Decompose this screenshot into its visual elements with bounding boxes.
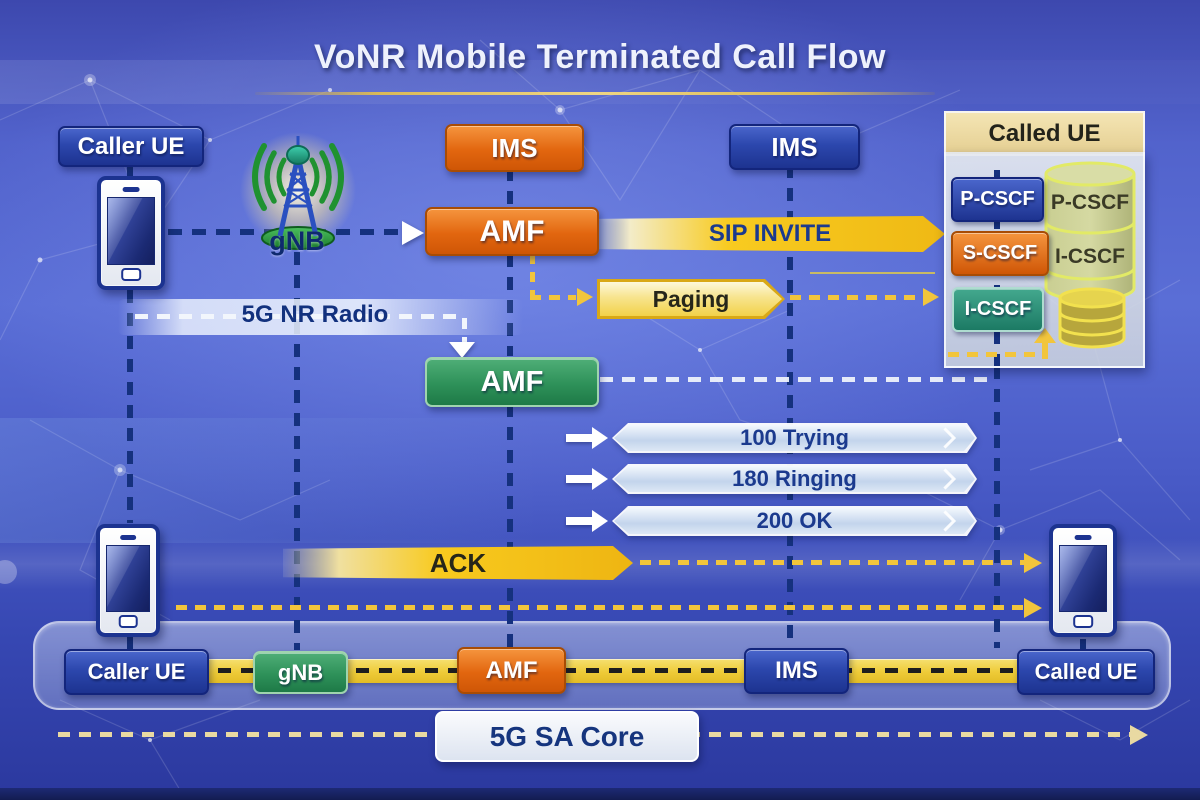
database-stack-icon — [1058, 287, 1126, 349]
lifeline-caller-ue — [127, 637, 133, 652]
db-up-arrow-stem — [1042, 343, 1048, 359]
i-cscf-box: I-CSCF — [952, 287, 1044, 332]
amf-link-arrowhead-icon — [402, 221, 424, 245]
paging-thin-line — [810, 272, 935, 274]
core-arrowhead-icon — [1130, 725, 1148, 745]
phone-home-button — [121, 268, 141, 281]
lifeline-caller-ue — [127, 163, 133, 177]
called-ue-panel-header: Called UE — [944, 111, 1145, 156]
nr-radio-label: 5G NR Radio — [241, 301, 389, 328]
paging-elbow-arrowhead-icon — [577, 288, 593, 306]
p-cscf-box: P-CSCF — [951, 177, 1044, 222]
ack-dashed-continuation — [640, 560, 1024, 565]
paging-label: Paging — [600, 282, 782, 316]
ribbon-fill — [614, 425, 975, 451]
ribbon-fill — [614, 508, 975, 534]
gnb-bottom-box: gNB — [253, 651, 348, 694]
paging-continuation-arrowhead-icon — [923, 288, 939, 306]
phone-screen — [107, 197, 155, 265]
core-label-box: 5G SA Core — [435, 711, 699, 762]
db-p-cscf-label: P-CSCF — [1050, 191, 1130, 214]
amf-access-box: AMF — [425, 207, 599, 256]
ringing-arrow-icon — [566, 475, 592, 483]
lifeline-called-ue — [994, 366, 1000, 648]
phone-screen — [1059, 545, 1107, 612]
ok-label: 200 OK — [756, 508, 833, 533]
phone-home-button — [1073, 615, 1093, 628]
title-underline — [255, 92, 935, 95]
ringing-ribbon: 180 Ringing — [612, 464, 977, 494]
core-label: 5G SA Core — [489, 720, 645, 752]
ack-arrowhead-icon — [1024, 553, 1042, 573]
lifeline-called-ue-phone — [1080, 639, 1086, 652]
phone-speaker — [1074, 535, 1092, 540]
smartphone-icon — [1049, 524, 1117, 637]
ims-orange-label: IMS — [491, 132, 538, 163]
p-cscf-label: P-CSCF — [960, 188, 1035, 210]
caller-ue-bottom-label: Caller UE — [87, 659, 186, 684]
amf-access-label: AMF — [479, 214, 545, 248]
trying-ribbon: 100 Trying — [612, 423, 977, 453]
called-ue-bottom-box: Called UE — [1017, 649, 1155, 695]
gnb-top-label: gNB — [269, 226, 325, 256]
called-ue-panel-title: Called UE — [988, 119, 1101, 147]
ack-label: ACK — [429, 547, 487, 578]
caller-ue-top-label: Caller UE — [77, 132, 185, 160]
amf-core-box: AMF — [425, 357, 599, 407]
i-cscf-label: I-CSCF — [964, 298, 1032, 320]
gnb-bottom-label: gNB — [277, 659, 324, 685]
amf-core-dashed-line — [600, 377, 992, 382]
nr-radio-arrowhead-icon — [449, 342, 475, 358]
paging-ribbon: Paging — [597, 279, 785, 319]
lifeline-gnb — [294, 252, 300, 650]
panel-registration-dashed — [948, 352, 1036, 357]
media-dashed-line — [176, 605, 1024, 610]
ims-orange-box: IMS — [445, 124, 584, 172]
nr-radio-dashed-line — [135, 314, 465, 319]
page-title: VoNR Mobile Terminated Call Flow — [313, 38, 886, 76]
called-ue-bottom-label: Called UE — [1034, 659, 1138, 684]
caller-ue-bottom-box: Caller UE — [64, 649, 209, 695]
transport-bar-dashed — [80, 668, 1140, 673]
smartphone-icon — [97, 176, 165, 290]
cell-tower-icon — [240, 132, 356, 250]
amf-bottom-label: AMF — [485, 656, 538, 684]
amf-bottom-box: AMF — [457, 647, 566, 694]
ribbon-fill — [614, 466, 975, 492]
phone-home-button — [118, 615, 138, 628]
paging-elbow-v — [530, 254, 535, 298]
caller-ue-top-box: Caller UE — [58, 126, 204, 167]
s-cscf-label: S-CSCF — [962, 242, 1038, 264]
lifeline-amf — [507, 404, 513, 648]
smartphone-icon — [96, 524, 160, 637]
sip-invite-label: SIP INVITE — [708, 220, 832, 247]
ok-arrow-icon — [566, 517, 592, 525]
s-cscf-box: S-CSCF — [951, 231, 1049, 276]
ims-blue-label: IMS — [771, 131, 818, 162]
ims-blue-box: IMS — [729, 124, 860, 170]
lifeline-ims — [787, 165, 793, 648]
media-arrowhead-icon — [1024, 598, 1042, 618]
ok-ribbon: 200 OK — [612, 506, 977, 536]
phone-screen — [106, 545, 150, 612]
amf-core-label: AMF — [480, 365, 544, 398]
lifeline-caller-ue — [127, 290, 133, 523]
db-i-cscf-label: I-CSCF — [1055, 245, 1125, 268]
ringing-label: 180 Ringing — [732, 466, 857, 491]
ims-bottom-label: IMS — [775, 657, 818, 684]
trying-label: 100 Trying — [740, 425, 849, 450]
paging-elbow-h — [530, 295, 576, 300]
paging-dashed-continuation — [790, 295, 922, 300]
ims-bottom-box: IMS — [744, 648, 849, 694]
trying-arrow-icon — [566, 434, 592, 442]
lifeline-amf — [507, 168, 513, 207]
sip-invite-arrow: SIP INVITE — [595, 216, 945, 252]
phone-speaker — [120, 535, 136, 540]
phone-speaker — [122, 187, 140, 192]
nr-radio-down-line — [462, 318, 467, 342]
ack-arrow: ACK — [283, 546, 633, 580]
